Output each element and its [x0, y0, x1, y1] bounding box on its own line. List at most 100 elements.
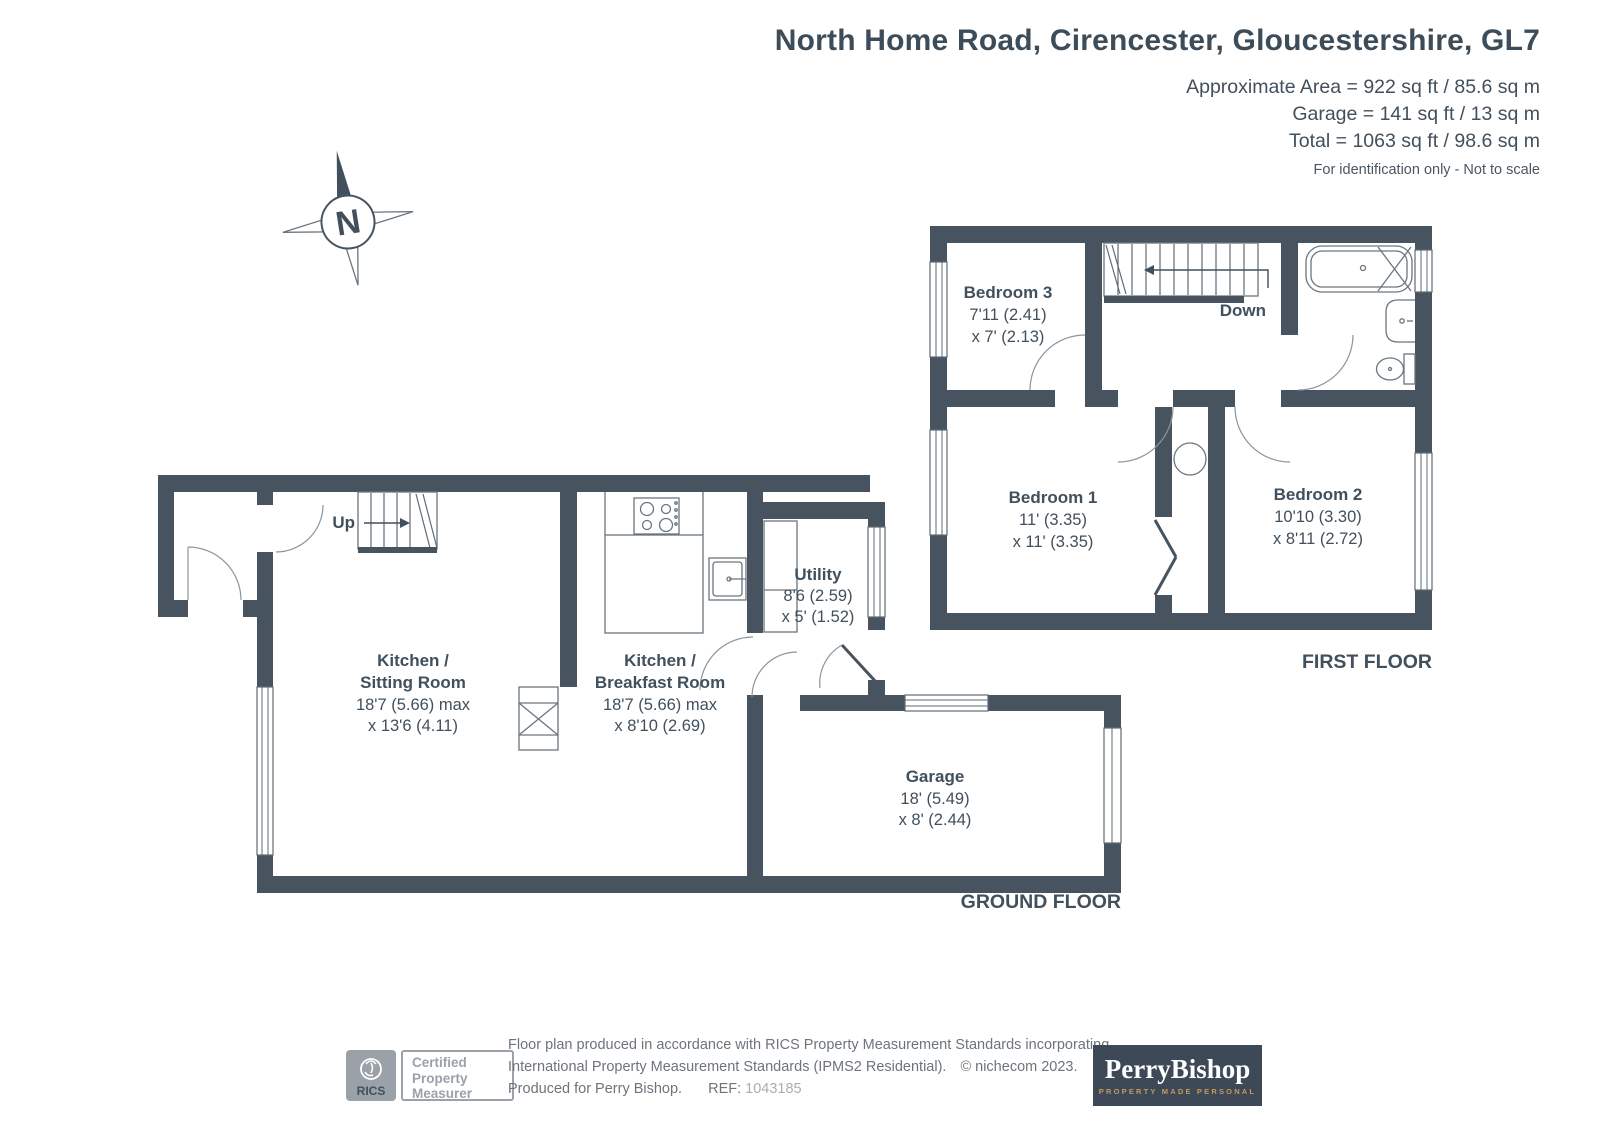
back-door: [819, 643, 878, 689]
rics-logo: RICS: [346, 1050, 396, 1101]
sitting-room-window: [256, 686, 274, 856]
rics-certification: RICS Certified Property Measurer: [346, 1050, 514, 1101]
bedroom3-door: [1029, 334, 1086, 391]
svg-text:x 8'10 (2.69): x 8'10 (2.69): [614, 717, 705, 735]
ground-floor-walls: [158, 475, 1121, 893]
utility-window: [867, 526, 886, 618]
ground-floor-windows: [256, 526, 1122, 856]
ground-floor-fixtures: [518, 492, 798, 751]
svg-text:x 7' (2.13): x 7' (2.13): [972, 328, 1045, 346]
svg-text:18'7 (5.66) max: 18'7 (5.66) max: [603, 696, 718, 714]
washing-machine-icon: [518, 686, 559, 751]
bedroom2-label: Bedroom 2 10'10 (3.30) x 8'11 (2.72): [1273, 485, 1363, 548]
svg-text:x 13'6 (4.11): x 13'6 (4.11): [368, 717, 458, 735]
porch-to-kitchen-door: [275, 504, 324, 553]
bedroom2-door: [1234, 406, 1291, 463]
disclaimer: Floor plan produced in accordance with R…: [508, 1034, 1109, 1100]
perry-bishop-logo: PerryBishop PROPERTY MADE PERSONAL: [1093, 1045, 1262, 1106]
ground-floor-doors: [187, 504, 878, 698]
svg-text:Utility: Utility: [794, 565, 842, 584]
cupboard-doors: [1153, 519, 1178, 596]
approximate-area: Approximate Area = 922 sq ft / 85.6 sq m: [1186, 76, 1540, 98]
first-floor-walls: [930, 226, 1432, 630]
bedroom3-label: Bedroom 3 7'11 (2.41) x 7' (2.13): [964, 283, 1053, 346]
compass-circle: [320, 194, 376, 250]
svg-text:Kitchen /: Kitchen /: [624, 651, 696, 670]
brand-name: PerryBishop: [1104, 1053, 1251, 1084]
down-arrow-icon: [1144, 265, 1154, 275]
garage-door: [1103, 727, 1122, 844]
kitchen-counter: [604, 492, 704, 634]
svg-text:Bedroom 1: Bedroom 1: [1009, 488, 1098, 507]
first-floor-windows: [929, 249, 1433, 591]
bedroom1-window: [929, 429, 948, 536]
ground-floor-plan: Up Kitchen / Sitting Room 18'7 (5.66) ma…: [158, 475, 1122, 913]
utility-counter: [763, 520, 798, 633]
brand-tagline: PROPERTY MADE PERSONAL: [1098, 1086, 1257, 1096]
kitchen-to-hall-door: [699, 636, 754, 691]
certified-property-measurer-badge: Certified Property Measurer: [401, 1050, 514, 1101]
svg-text:8'6 (2.59): 8'6 (2.59): [783, 587, 852, 605]
stairs-up: [357, 491, 438, 553]
header: North Home Road, Cirencester, Gloucester…: [775, 24, 1540, 178]
svg-text:Breakfast Room: Breakfast Room: [595, 673, 725, 692]
svg-text:18'7 (5.66) max: 18'7 (5.66) max: [356, 696, 471, 714]
garage-area: Garage = 141 sq ft / 13 sq m: [1292, 103, 1540, 125]
stairs-down: [1103, 242, 1269, 303]
disclaimer-line1: Floor plan produced in accordance with R…: [508, 1037, 1110, 1053]
bedroom1-door: [1117, 406, 1174, 463]
compass-rose-icon: N: [282, 150, 414, 286]
svg-text:Kitchen /: Kitchen /: [377, 651, 449, 670]
svg-text:RICS: RICS: [357, 1084, 386, 1098]
utility-label: Utility 8'6 (2.59) x 5' (1.52): [782, 565, 855, 626]
svg-text:x 5' (1.52): x 5' (1.52): [782, 608, 855, 626]
svg-text:18' (5.49): 18' (5.49): [900, 790, 969, 808]
first-floor-label: FIRST FLOOR: [1302, 651, 1432, 673]
svg-text:Garage: Garage: [906, 767, 965, 786]
up-arrow-icon: [400, 518, 410, 528]
svg-text:10'10 (3.30): 10'10 (3.30): [1274, 508, 1362, 526]
svg-text:x 8'11 (2.72): x 8'11 (2.72): [1273, 530, 1363, 548]
ref-number: 1043185: [745, 1081, 802, 1097]
bedroom2-window: [1414, 452, 1433, 591]
bedroom3-window: [929, 261, 948, 358]
ref-label: REF:: [708, 1081, 742, 1097]
first-floor-doors: [1029, 334, 1354, 596]
up-label: Up: [332, 513, 355, 532]
toilet-icon: [1375, 353, 1416, 385]
garage-window: [904, 694, 989, 712]
kitchen-breakfast-room-label: Kitchen / Breakfast Room 18'7 (5.66) max…: [595, 651, 725, 735]
rics-lion-icon: RICS: [357, 1058, 386, 1098]
kitchen-sitting-room-label: Kitchen / Sitting Room 18'7 (5.66) max x…: [356, 651, 471, 735]
garage-label: Garage 18' (5.49) x 8' (2.44): [899, 767, 972, 829]
bath-icon: [1305, 245, 1413, 293]
bathroom-window: [1414, 249, 1433, 293]
first-floor-plan: Bedroom 3 7'11 (2.41) x 7' (2.13) Down B…: [929, 226, 1433, 673]
svg-text:Bedroom 2: Bedroom 2: [1274, 485, 1363, 504]
down-label: Down: [1220, 301, 1266, 320]
disclaimer-line3: Produced for Perry Bishop.REF: 1043185: [508, 1081, 802, 1097]
page-title: North Home Road, Cirencester, Gloucester…: [774, 24, 1540, 57]
compass-north-label: N: [333, 202, 363, 243]
first-floor-fixtures: [1173, 245, 1416, 476]
svg-text:11' (3.35): 11' (3.35): [1019, 511, 1087, 529]
scale-note: For identification only - Not to scale: [1313, 162, 1540, 178]
front-door: [187, 546, 242, 601]
svg-text:Bedroom 3: Bedroom 3: [964, 283, 1053, 302]
svg-text:x 8' (2.44): x 8' (2.44): [899, 811, 972, 829]
bathroom-door: [1297, 334, 1354, 391]
ground-floor-label: GROUND FLOOR: [961, 891, 1121, 913]
hob-icon: [633, 497, 680, 535]
disclaimer-line2: International Property Measurement Stand…: [508, 1059, 1078, 1075]
water-tank-icon: [1173, 442, 1207, 476]
bedroom1-label: Bedroom 1 11' (3.35) x 11' (3.35): [1009, 488, 1098, 551]
svg-text:Sitting Room: Sitting Room: [360, 673, 466, 692]
area-summary: Approximate Area = 922 sq ft / 85.6 sq m…: [775, 74, 1540, 155]
svg-text:x 11' (3.35): x 11' (3.35): [1013, 533, 1094, 551]
total-area: Total = 1063 sq ft / 98.6 sq m: [1289, 130, 1540, 152]
basin-icon: [1385, 299, 1415, 343]
svg-text:7'11 (2.41): 7'11 (2.41): [969, 306, 1046, 324]
sink-icon: [708, 557, 747, 601]
